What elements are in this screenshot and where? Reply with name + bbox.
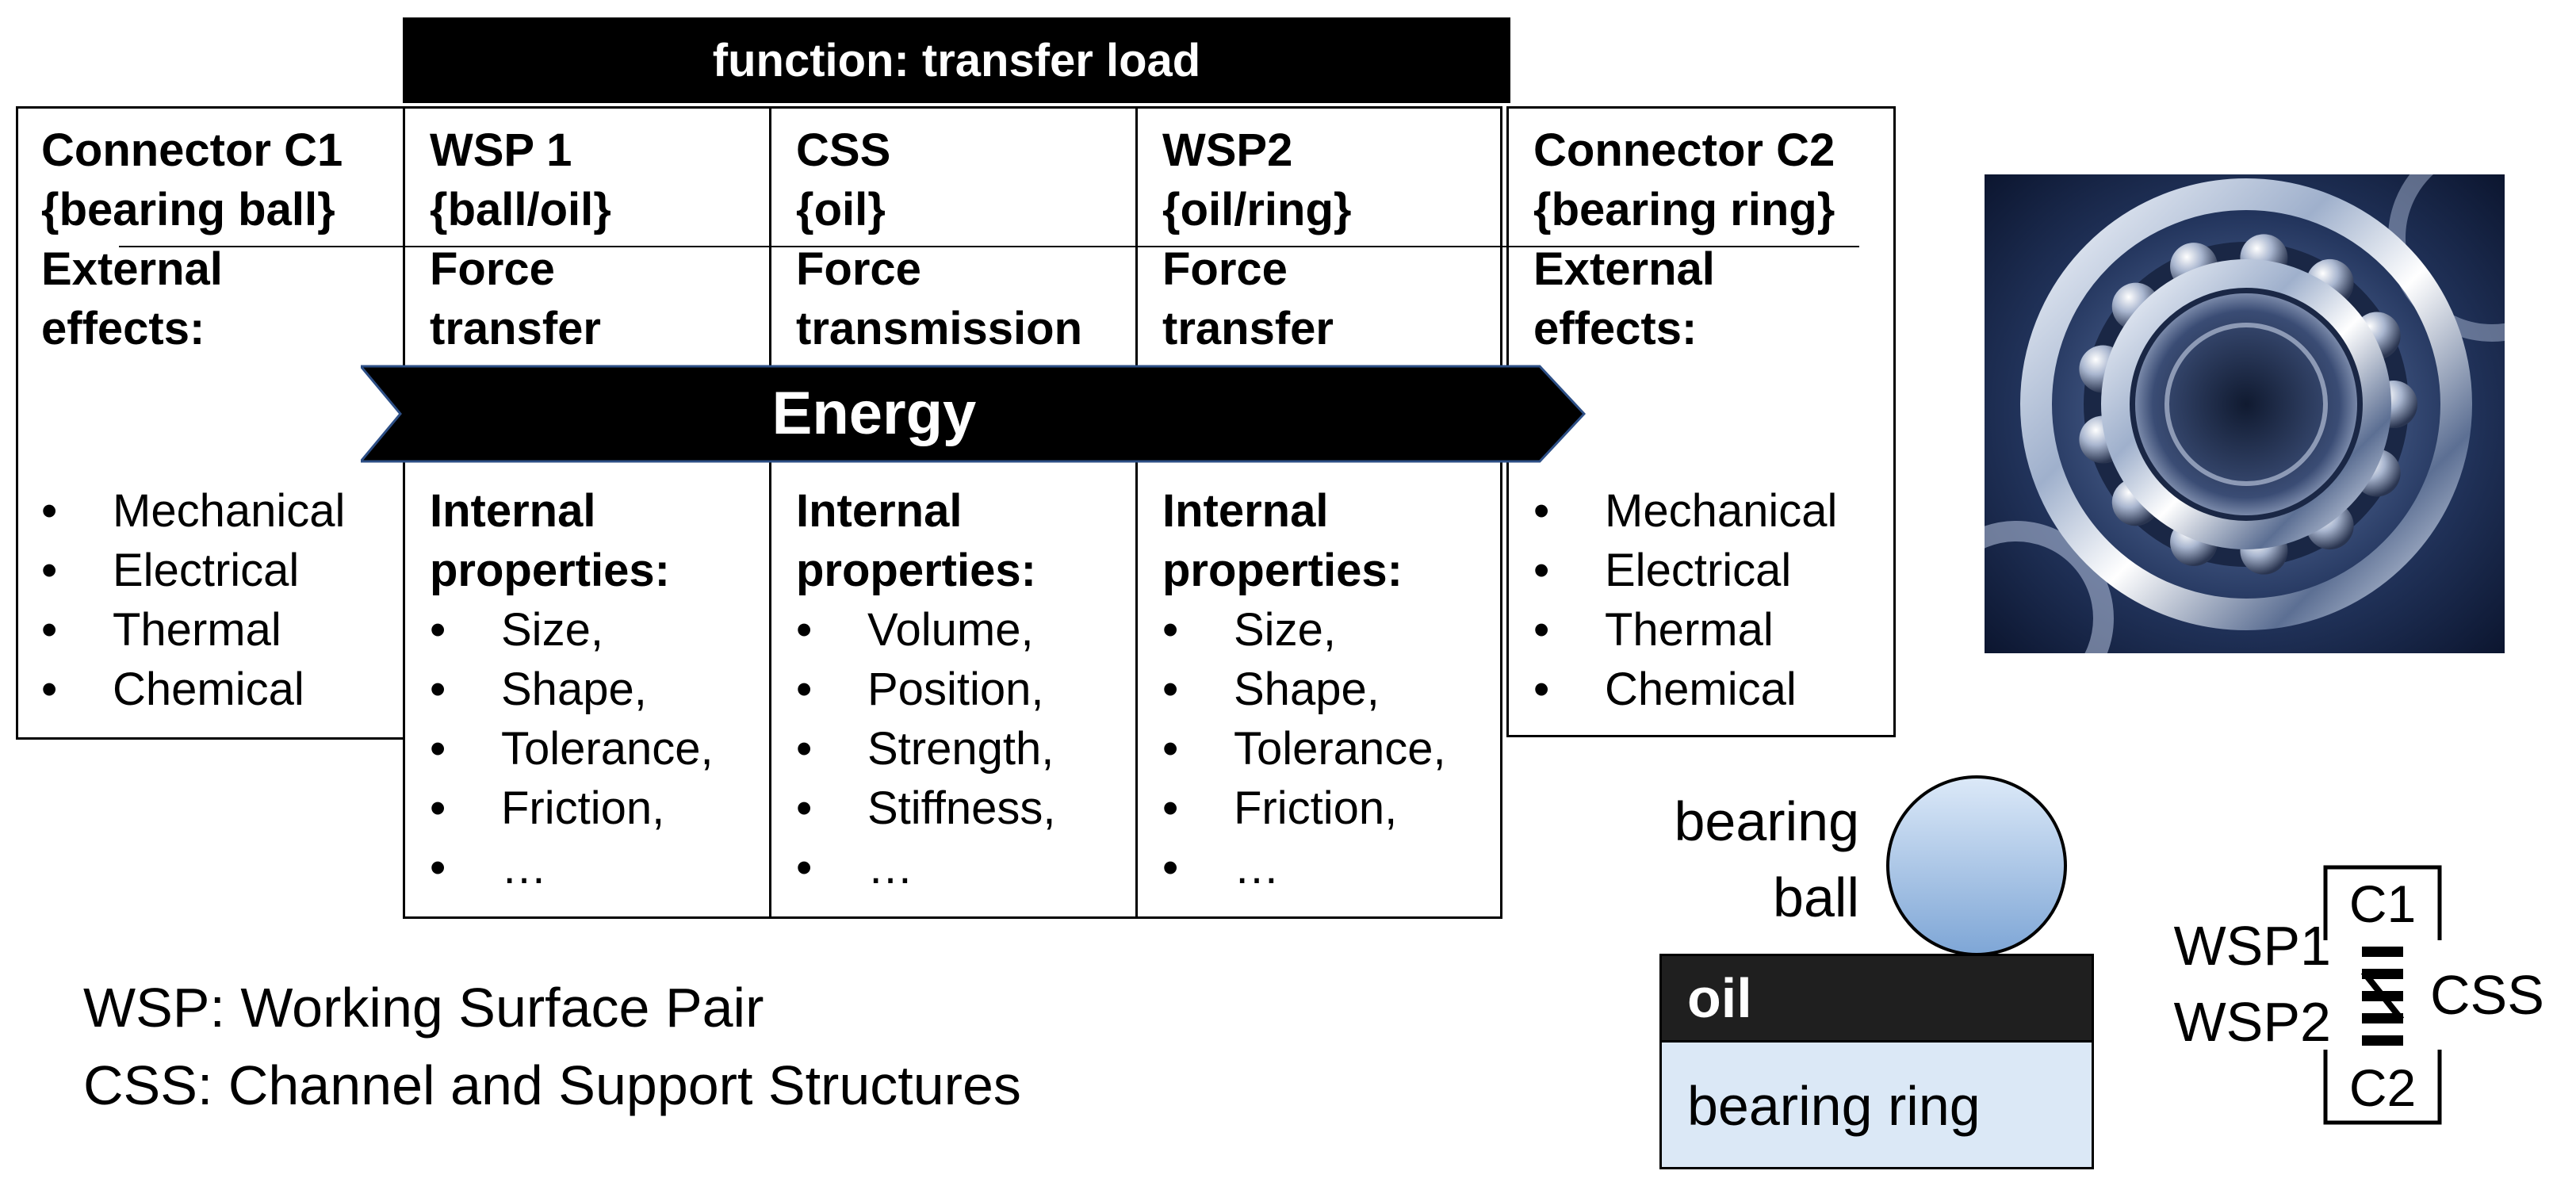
symbol-c1-label: C1 xyxy=(2348,874,2417,933)
list-item: Thermal xyxy=(1525,600,1837,660)
connector-c2-role-2: effects: xyxy=(1533,303,1698,354)
bearing-ball-label-line1: bearing xyxy=(1674,790,1859,852)
list-item: Strength, xyxy=(788,719,1056,779)
connector-c1-effects-list: Mechanical Electrical Thermal Chemical xyxy=(33,481,345,719)
list-item: Friction, xyxy=(422,779,714,838)
energy-label: Energy xyxy=(771,380,977,447)
list-item: … xyxy=(788,838,1056,897)
function-label: function: transfer load xyxy=(712,34,1201,86)
list-item: … xyxy=(422,838,714,897)
wsp1-properties: Internal properties: Size, Shape, Tolera… xyxy=(430,481,714,897)
wsp2-properties-list: Size, Shape, Tolerance, Friction, … xyxy=(1154,600,1446,897)
css-props-heading: Internal xyxy=(796,485,963,537)
legend-css: CSS: Channel and Support Structures xyxy=(83,1054,1021,1116)
energy-arrow xyxy=(361,365,1586,463)
wsp1-properties-list: Size, Shape, Tolerance, Friction, … xyxy=(422,600,714,897)
ball-bearing-image xyxy=(1985,174,2505,653)
css-text: CSS {oil} Force transmission xyxy=(796,121,1082,358)
list-item: Size, xyxy=(422,600,714,660)
wsp2-props-heading: Internal xyxy=(1162,485,1329,537)
bearing-ball-label: bearing ball xyxy=(1644,783,1859,935)
wsp1-role: Force xyxy=(430,243,555,295)
wsp1-text: WSP 1 {ball/oil} Force transfer xyxy=(430,121,611,358)
connector-c2-role: External xyxy=(1533,243,1715,295)
bearing-ring-label: bearing ring xyxy=(1687,1075,1981,1137)
list-item: Thermal xyxy=(33,600,345,660)
bearing-ring-block: bearing ring xyxy=(1659,1043,2094,1169)
function-header-bar: function: transfer load xyxy=(403,17,1510,103)
oil-layer: oil xyxy=(1659,954,2094,1043)
title-separator-line xyxy=(119,246,1859,247)
css-subtitle: {oil} xyxy=(796,184,886,235)
wsp2-role-2: transfer xyxy=(1162,303,1334,354)
list-item: Electrical xyxy=(1525,541,1837,600)
symbol-wsp2-label: WSP2 xyxy=(2173,991,2331,1053)
bearing-ball-label-line2: ball xyxy=(1773,867,1859,928)
list-item: Shape, xyxy=(422,660,714,719)
connector-symbol xyxy=(2323,865,2442,1125)
legend-wsp: WSP: Working Surface Pair xyxy=(83,977,764,1039)
connector-c1-role-2: effects: xyxy=(41,303,205,354)
list-item: Mechanical xyxy=(1525,481,1837,541)
css-properties: Internal properties: Volume, Position, S… xyxy=(796,481,1056,897)
css-properties-list: Volume, Position, Strength, Stiffness, … xyxy=(788,600,1056,897)
css-title: CSS xyxy=(796,124,891,176)
css-role: Force xyxy=(796,243,921,295)
list-item: … xyxy=(1154,838,1446,897)
connector-c2-subtitle: {bearing ring} xyxy=(1533,184,1835,235)
connector-c1-title: Connector C1 xyxy=(41,124,343,176)
symbol-c2-label: C2 xyxy=(2348,1058,2417,1117)
list-item: Tolerance, xyxy=(422,719,714,779)
wsp2-props-heading-2: properties: xyxy=(1162,545,1403,596)
oil-label: oil xyxy=(1687,967,1752,1029)
symbol-wsp1-label: WSP1 xyxy=(2173,915,2331,977)
list-item: Position, xyxy=(788,660,1056,719)
connector-c2-title: Connector C2 xyxy=(1533,124,1835,176)
list-item: Chemical xyxy=(1525,660,1837,719)
list-item: Electrical xyxy=(33,541,345,600)
list-item: Stiffness, xyxy=(788,779,1056,838)
wsp1-role-2: transfer xyxy=(430,303,601,354)
list-item: Shape, xyxy=(1154,660,1446,719)
wsp1-props-heading: Internal xyxy=(430,485,596,537)
wsp1-props-heading-2: properties: xyxy=(430,545,670,596)
wsp1-subtitle: {ball/oil} xyxy=(430,184,611,235)
wsp2-title: WSP2 xyxy=(1162,124,1293,176)
list-item: Tolerance, xyxy=(1154,719,1446,779)
list-item: Size, xyxy=(1154,600,1446,660)
wsp2-text: WSP2 {oil/ring} Force transfer xyxy=(1162,121,1351,358)
wsp2-properties: Internal properties: Size, Shape, Tolera… xyxy=(1162,481,1446,897)
wsp2-subtitle: {oil/ring} xyxy=(1162,184,1352,235)
list-item: Chemical xyxy=(33,660,345,719)
css-role-2: transmission xyxy=(796,303,1082,354)
css-props-heading-2: properties: xyxy=(796,545,1036,596)
connector-c1-role: External xyxy=(41,243,223,295)
symbol-css-label: CSS xyxy=(2430,964,2544,1026)
wsp1-title: WSP 1 xyxy=(430,124,572,176)
list-item: Volume, xyxy=(788,600,1056,660)
bearing-ball-shape xyxy=(1886,775,2067,956)
abbreviation-legend: WSP: Working Surface Pair CSS: Channel a… xyxy=(83,969,1021,1124)
connector-c1-subtitle: {bearing ball} xyxy=(41,184,335,235)
connector-c2-text: Connector C2 {bearing ring} External eff… xyxy=(1533,121,1835,358)
list-item: Mechanical xyxy=(33,481,345,541)
list-item: Friction, xyxy=(1154,779,1446,838)
wsp2-role: Force xyxy=(1162,243,1288,295)
connector-c1-text: Connector C1 {bearing ball} External eff… xyxy=(41,121,343,358)
connector-c2-effects-list: Mechanical Electrical Thermal Chemical xyxy=(1525,481,1837,719)
